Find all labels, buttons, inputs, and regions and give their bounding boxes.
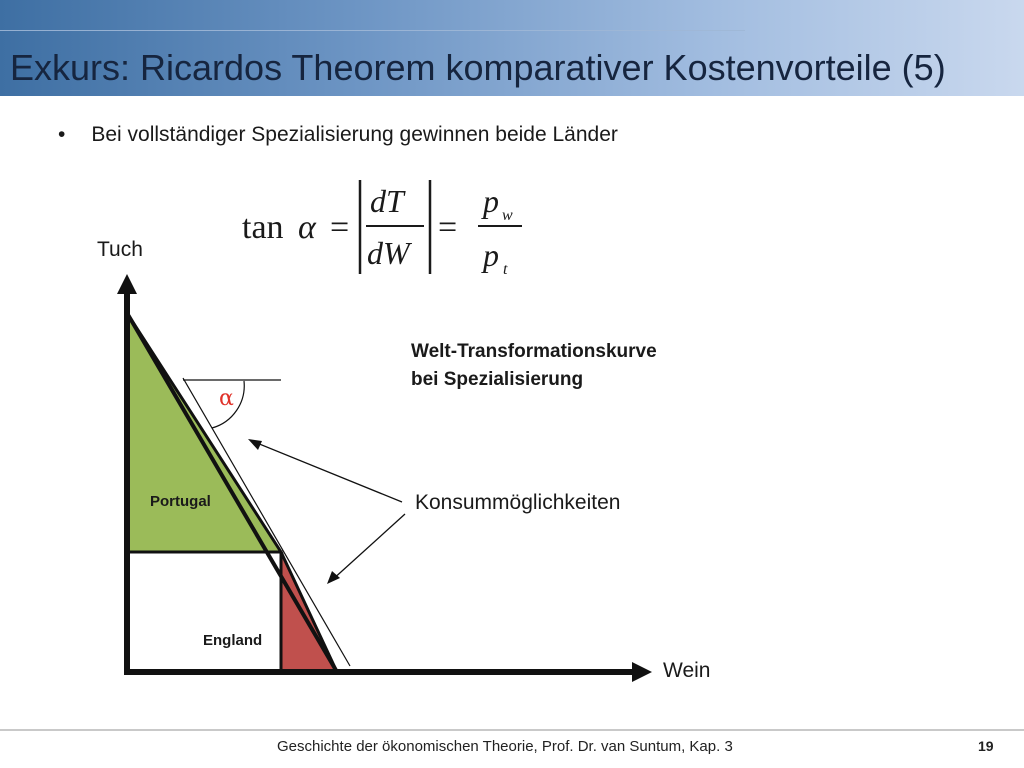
angle-label: α: [219, 386, 234, 411]
formula-tan: tan: [242, 209, 284, 246]
bullet-item: • Bei vollständiger Spezialisierung gewi…: [58, 121, 618, 149]
formula-equals-1: =: [330, 209, 349, 246]
formula-pw: p: [481, 183, 499, 219]
slide-title: Exkurs: Ricardos Theorem komparativer Ko…: [10, 47, 946, 88]
formula-pt-sub: t: [503, 261, 508, 278]
annotation-arrowhead-upper: [248, 439, 262, 450]
page-number: 19: [978, 738, 994, 754]
world-transformation-curve: [125, 311, 339, 674]
formula-equals-2: =: [438, 209, 457, 246]
angle-arc: [211, 380, 245, 429]
annotation-arrow-upper: [251, 440, 403, 503]
curve-label-line1: Welt-Transformationskurve: [411, 341, 657, 362]
footer-text: Geschichte der ökonomischen Theorie, Pro…: [277, 738, 733, 755]
tan-alpha-formula: tan α = dT dW = p w p t: [242, 180, 522, 278]
y-axis-arrow: [117, 274, 137, 294]
bullet-dot: •: [58, 123, 66, 146]
curve-label: Welt-Transformationskurve bei Spezialisi…: [411, 338, 657, 394]
formula-alpha: α: [298, 209, 317, 246]
curve-label-line2: bei Spezialisierung: [411, 369, 584, 390]
header-band: [0, 0, 1024, 96]
england-base-rect: [125, 550, 283, 674]
footer-divider: [0, 729, 1024, 731]
portugal-label: Portugal: [150, 493, 211, 510]
annotation-arrowhead-lower: [327, 571, 340, 584]
formula-numerator: dT: [370, 183, 406, 219]
x-axis-label: Wein: [663, 659, 711, 682]
formula-pt: p: [481, 237, 499, 273]
header-divider: [0, 30, 745, 31]
annotation-arrow-lower: [330, 513, 406, 582]
bullet-text: Bei vollständiger Spezialisierung gewinn…: [91, 123, 618, 146]
consumption-line: [182, 377, 351, 667]
formula-pw-sub: w: [502, 207, 513, 224]
x-axis-arrow: [632, 662, 652, 682]
england-label: England: [203, 632, 263, 649]
consumption-label: Konsummöglichkeiten: [415, 491, 621, 514]
y-axis-label: Tuch: [97, 238, 143, 261]
formula-denominator: dW: [367, 235, 413, 271]
